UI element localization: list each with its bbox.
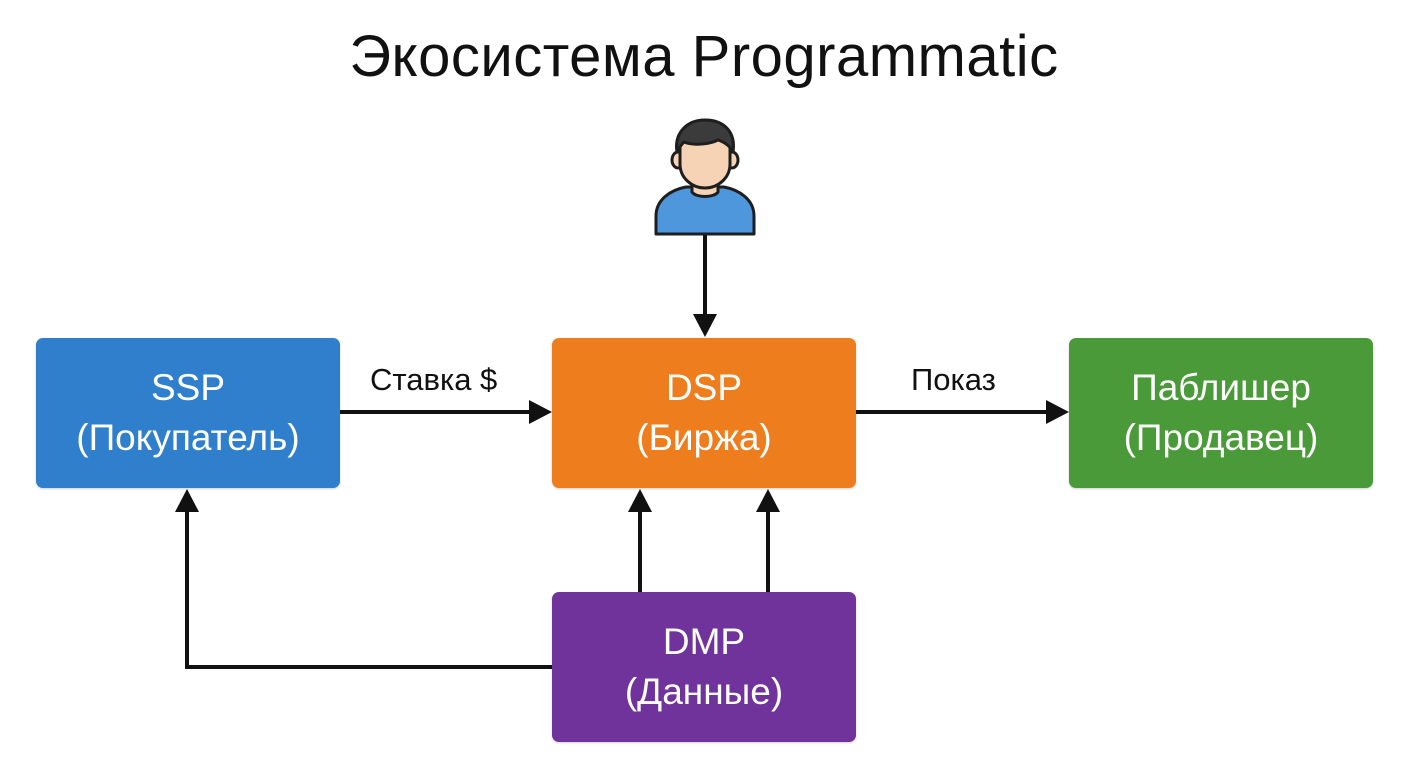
arrowhead-dmp-to-ssp	[175, 489, 199, 512]
arrowhead-dsp-to-publisher	[1046, 400, 1069, 424]
publisher-node: Паблишер (Продавец)	[1069, 338, 1373, 488]
dmp-node-subtitle: (Данные)	[624, 671, 784, 712]
arrow-dmp-to-ssp	[185, 508, 552, 669]
dsp-node: DSP (Биржа)	[552, 338, 856, 488]
edge-label-bid: Ставка $	[370, 362, 498, 397]
ssp-node-title: SSP	[150, 367, 226, 408]
arrowhead-user-to-dsp	[693, 314, 717, 337]
dmp-node: DMP (Данные)	[552, 592, 856, 742]
arrowhead-ssp-to-dsp	[529, 400, 552, 424]
ssp-node-subtitle: (Покупатель)	[76, 417, 300, 458]
publisher-node-title: Паблишер	[1131, 367, 1311, 408]
dsp-node-subtitle: (Биржа)	[636, 417, 772, 458]
ssp-node: SSP (Покупатель)	[36, 338, 340, 488]
dsp-node-title: DSP	[665, 367, 743, 408]
dmp-node-title: DMP	[662, 621, 746, 662]
arrowhead-dmp-to-dsp-left	[628, 489, 652, 512]
user-icon	[650, 116, 760, 238]
diagram-title: Экосистема Programmatic	[349, 24, 1059, 89]
arrowhead-dmp-to-dsp-right	[756, 489, 780, 512]
publisher-node-subtitle: (Продавец)	[1123, 417, 1319, 458]
edge-label-impression: Показ	[911, 362, 996, 397]
